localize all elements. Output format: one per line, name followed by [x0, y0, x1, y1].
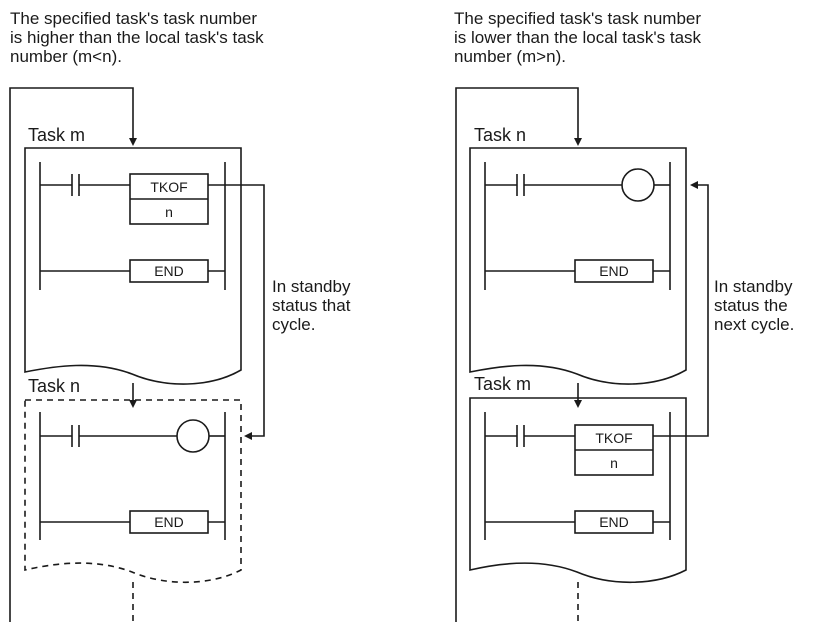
- left-note-line-1: In standby: [272, 277, 351, 296]
- right-note-line-1: In standby: [714, 277, 793, 296]
- right-caption-line-3: number (m>n).: [454, 47, 566, 66]
- left-bottom-task-label: Task n: [28, 376, 80, 396]
- left-output-coil: [176, 419, 210, 453]
- right-end-label-2: END: [599, 514, 629, 530]
- right-tkof-label: TKOF: [595, 430, 632, 446]
- right-bottom-task-label: Task m: [474, 374, 531, 394]
- left-end-label: END: [154, 263, 184, 279]
- left-caption-line-2: is higher than the local task's task: [10, 28, 264, 47]
- left-note-line-2: status that: [272, 296, 351, 315]
- right-flow-arrow-2: [574, 400, 582, 408]
- left-flow-line: [9, 87, 134, 622]
- right-bottom-program-box: [469, 397, 687, 584]
- left-flow-arrow-2: [129, 400, 137, 408]
- right-caption-line-2: is lower than the local task's task: [454, 28, 702, 47]
- left-bottom-program-box: [24, 399, 242, 584]
- right-flow-arrow-1: [574, 138, 582, 146]
- left-note-line-3: cycle.: [272, 315, 315, 334]
- left-caption-line-1: The specified task's task number: [10, 9, 257, 28]
- left-tkof-operand: n: [165, 204, 173, 220]
- right-caption-line-1: The specified task's task number: [454, 9, 701, 28]
- right-note-line-3: next cycle.: [714, 315, 794, 334]
- right-output-coil: [621, 168, 655, 202]
- left-end-label-2: END: [154, 514, 184, 530]
- right-standby-connector: [670, 184, 709, 437]
- right-tkof-operand: n: [610, 455, 618, 471]
- left-top-program-box: [24, 147, 242, 385]
- left-standby-arrow: [244, 432, 252, 440]
- right-end-label: END: [599, 263, 629, 279]
- right-flow-line: [455, 87, 579, 622]
- right-top-program-box: [469, 147, 687, 385]
- right-top-task-label: Task n: [474, 125, 526, 145]
- right-standby-arrow: [690, 181, 698, 189]
- left-caption-line-3: number (m<n).: [10, 47, 122, 66]
- left-top-task-label: Task m: [28, 125, 85, 145]
- left-flow-arrow-1: [129, 138, 137, 146]
- right-panel: The specified task's task number is lowe…: [454, 9, 794, 622]
- left-standby-connector: [225, 184, 265, 437]
- left-tkof-label: TKOF: [150, 179, 187, 195]
- left-panel: The specified task's task number is high…: [9, 9, 351, 622]
- right-note-line-2: status the: [714, 296, 788, 315]
